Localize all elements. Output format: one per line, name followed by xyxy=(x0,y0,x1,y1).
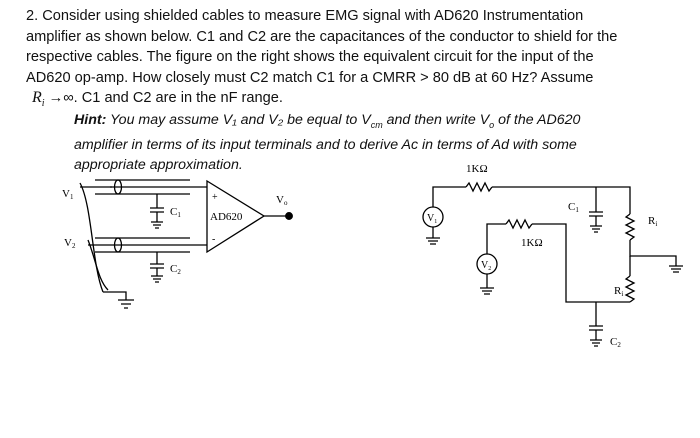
ri-right-wire xyxy=(629,240,677,266)
left-circuit: V1 V2 C1 C2 + - AD620 Vo xyxy=(62,179,293,309)
vo-label: Vo xyxy=(276,194,288,207)
v1-ground-icon xyxy=(426,237,440,245)
output-node xyxy=(285,212,293,220)
top-wire xyxy=(492,186,631,214)
left-v1-label: V1 xyxy=(62,188,74,201)
shield-curve-2 xyxy=(87,239,109,291)
right-c2-label: C2 xyxy=(610,336,621,349)
shield-ground-wire xyxy=(103,291,127,300)
ad620-amplifier xyxy=(206,179,266,254)
c1-capacitor xyxy=(150,194,164,222)
r-mid-resistor xyxy=(505,218,533,230)
question-line-5: Ri →∞. C1 and C2 are in the nF range. xyxy=(32,89,283,109)
cable-2-end xyxy=(113,237,123,253)
c1-label: C1 xyxy=(170,206,181,219)
r-top-resistor xyxy=(465,181,493,193)
right-c2-ground-icon xyxy=(590,339,602,347)
question-line-3: respective cables. The figure on the rig… xyxy=(26,49,594,65)
ri-right-label: Ri xyxy=(648,215,657,228)
hint-label: Hint: xyxy=(74,112,107,128)
c2-capacitor xyxy=(150,252,164,276)
ri-bottom-label: Ri xyxy=(614,285,623,298)
c1-ground-icon xyxy=(151,221,163,229)
right-c2-capacitor xyxy=(589,302,603,340)
mid-wire xyxy=(532,223,588,303)
amp-minus-label: - xyxy=(212,234,215,245)
cable-1-shield xyxy=(95,179,190,195)
hint-line-2: amplifier in terms of its input terminal… xyxy=(74,136,577,153)
question-line-4: AD620 op-amp. How closely must C2 match … xyxy=(26,69,594,86)
v2-ground-icon xyxy=(480,287,494,295)
right-c1-label: C1 xyxy=(568,201,579,214)
hint-line-3: appropriate approximation. xyxy=(74,156,243,173)
left-v2-label: V2 xyxy=(64,237,76,250)
ri-bottom-resistor xyxy=(624,275,636,303)
amp-plus-label: + xyxy=(212,192,218,203)
right-v1-label: V1 xyxy=(427,213,437,225)
question-text: 2. Consider using shielded cables to mea… xyxy=(26,6,686,114)
cable-2-shield xyxy=(95,237,190,253)
amp-label: AD620 xyxy=(210,211,243,223)
right-circuit: 1KΩ V1 V2 1KΩ C1 Ri Ri C2 xyxy=(422,163,683,349)
right-c1-ground-icon xyxy=(590,225,602,233)
right-c1-capacitor xyxy=(589,187,603,226)
r-top-label: 1KΩ xyxy=(466,163,488,175)
right-v2-label: V2 xyxy=(481,260,491,272)
ri-right-resistor xyxy=(624,213,636,241)
hint-line-1: Hint: You may assume V₁ and V₂ be equal … xyxy=(74,112,581,130)
ri-ground-icon xyxy=(669,265,683,273)
hint-text: Hint: You may assume V₁ and V₂ be equal … xyxy=(74,110,634,175)
shield-curve-1 xyxy=(79,182,104,293)
question-line-2: amplifier as shown below. C1 and C2 are … xyxy=(26,28,618,45)
ground-icon xyxy=(118,299,134,309)
cable-1-end xyxy=(113,179,123,195)
question-line-1: 2. Consider using shielded cables to mea… xyxy=(26,8,584,24)
r-mid-label: 1KΩ xyxy=(521,237,543,249)
c2-ground-icon xyxy=(151,275,163,283)
c2-label: C2 xyxy=(170,263,181,276)
